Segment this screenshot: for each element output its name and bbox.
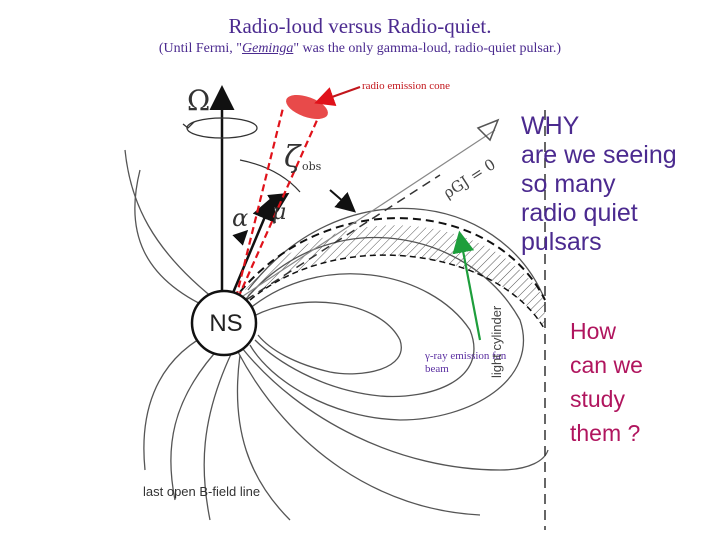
subtitle-suffix: " was the only gamma-loud, radio-quiet p… [293, 41, 562, 56]
alpha-label: α [232, 204, 249, 232]
observer-eye [476, 118, 500, 142]
how-line: can we [570, 352, 643, 378]
how-line: study [570, 386, 625, 412]
radio-label-arrow [314, 86, 361, 107]
subtitle-prefix: (Until Fermi, " [158, 41, 242, 56]
subtitle: (Until Fermi, "Geminga" was the only gam… [0, 41, 720, 57]
zeta-sub-label: obs [302, 160, 322, 173]
zeta-label: ζ [284, 140, 301, 175]
ns-label: NS [209, 310, 243, 337]
why-line: WHY [521, 112, 580, 140]
radio-cone-cap [286, 94, 328, 120]
rho-gj-line [245, 174, 441, 301]
why-line: so many [521, 170, 616, 198]
last-open-field-line-label: last open B-field line [143, 484, 261, 499]
how-line: them ? [570, 420, 641, 446]
line-of-sight [239, 129, 496, 299]
why-line: radio quiet [521, 199, 638, 227]
omega-label: Ω [187, 84, 211, 117]
how-question: How can we study them ? [570, 314, 643, 450]
mu-label: μ [272, 200, 287, 225]
radio-cone-label: radio emission cone [362, 80, 450, 92]
why-line: pulsars [521, 228, 602, 256]
field-lines [124, 149, 549, 521]
gamma-arrow [452, 230, 482, 341]
magnetic-axis [228, 195, 276, 301]
gamma-fan-label: γ-ray emission fan beam [425, 350, 507, 375]
page-title: Radio-loud versus Radio-quiet. [228, 14, 492, 38]
null-charge-line [249, 254, 546, 331]
why-question: WHY are we seeing so many radio quiet pu… [521, 112, 677, 257]
last-open-line-dashed [239, 217, 546, 301]
subtitle-name: Geminga [242, 41, 294, 56]
light-cylinder-label: light cylinder [489, 305, 504, 378]
neutron-star [190, 289, 258, 357]
how-line: How [570, 318, 617, 344]
why-line: are we seeing [521, 141, 677, 169]
